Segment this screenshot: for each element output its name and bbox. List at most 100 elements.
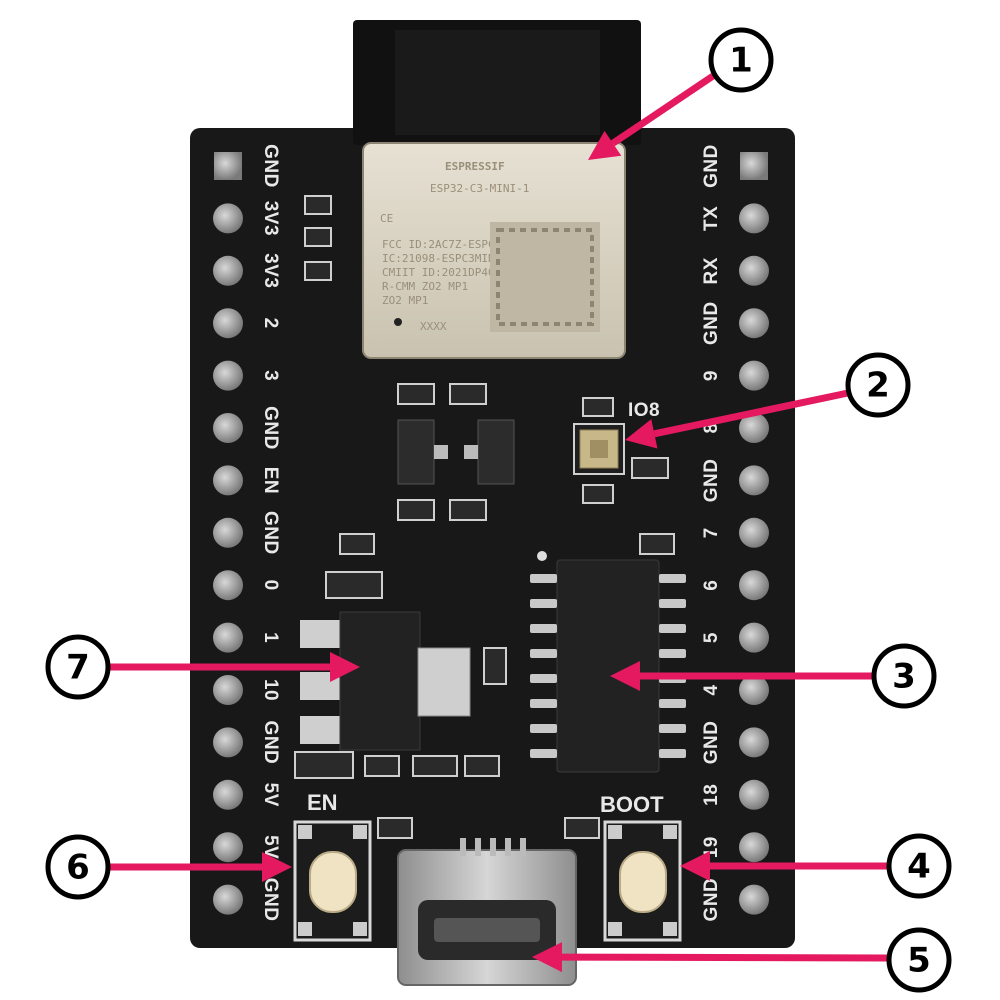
module-ce-mark: CE bbox=[380, 212, 393, 225]
left-pin-label: GND bbox=[260, 721, 281, 765]
boot-button[interactable] bbox=[603, 820, 682, 942]
left-pin-label: GND bbox=[260, 511, 281, 555]
callout-number-4: 4 bbox=[907, 847, 931, 887]
right-pin-label: 18 bbox=[701, 784, 722, 806]
module-brand: ESPRESSIF bbox=[445, 160, 505, 173]
callout-circle-3 bbox=[871, 643, 937, 709]
left-pin bbox=[213, 779, 243, 810]
module-line3: CMIIT ID:2021DP4039 bbox=[382, 266, 508, 279]
callout-number-6: 6 bbox=[66, 848, 90, 888]
callout-arrowhead-7 bbox=[330, 652, 360, 682]
callout-number-1: 1 bbox=[729, 41, 753, 81]
left-pin bbox=[213, 465, 243, 496]
left-pin bbox=[213, 570, 243, 601]
right-pin bbox=[739, 779, 769, 810]
left-pin-label: 3V3 bbox=[260, 253, 281, 288]
right-pin bbox=[739, 727, 769, 758]
right-pin-label: 9 bbox=[701, 370, 722, 381]
micro-usb-port[interactable] bbox=[397, 838, 577, 986]
boot-button-label: BOOT bbox=[600, 792, 664, 817]
left-pin-label: 5V bbox=[260, 835, 281, 859]
right-pin-label: GND bbox=[701, 721, 722, 765]
callout-arrowhead-4 bbox=[680, 851, 710, 881]
callout-circle-5 bbox=[886, 927, 952, 993]
right-pin-label: 4 bbox=[701, 684, 722, 695]
callout-number-2: 2 bbox=[866, 366, 890, 406]
left-pin bbox=[213, 622, 243, 653]
datamatrix-code bbox=[490, 222, 600, 332]
callout-circle-4 bbox=[886, 833, 952, 899]
callout-arrowhead-3 bbox=[610, 661, 640, 691]
right-pin-label: GND bbox=[701, 878, 722, 922]
left-pin bbox=[213, 517, 243, 548]
left-pin-label: 3 bbox=[260, 370, 281, 381]
en-button[interactable] bbox=[293, 820, 372, 942]
right-pin bbox=[739, 308, 769, 339]
callout-circle-1 bbox=[708, 27, 774, 93]
left-pin-label: 3V3 bbox=[260, 201, 281, 236]
right-pin bbox=[739, 517, 769, 548]
right-pin bbox=[739, 413, 769, 443]
right-pin bbox=[739, 884, 769, 915]
right-pin-label: 8 bbox=[701, 422, 722, 433]
right-pin-label: TX bbox=[701, 206, 722, 231]
module-line5: ZO2 MP1 bbox=[382, 294, 428, 307]
voltage-regulator bbox=[300, 611, 471, 751]
left-pin bbox=[213, 203, 243, 234]
left-pin-square bbox=[214, 152, 242, 180]
callout-arrowhead-5 bbox=[532, 942, 563, 973]
right-pin-label: GND bbox=[701, 301, 722, 345]
right-pin bbox=[739, 622, 769, 653]
left-pin bbox=[213, 884, 243, 915]
right-pin-label: 19 bbox=[701, 836, 722, 858]
left-pin bbox=[213, 360, 243, 391]
right-pin bbox=[739, 203, 769, 234]
left-pin-label: 0 bbox=[260, 580, 281, 591]
left-pin bbox=[213, 255, 243, 286]
right-pin-header bbox=[739, 152, 769, 915]
left-pin-label: GND bbox=[260, 878, 281, 922]
right-pin-label: GND bbox=[701, 459, 722, 503]
right-pin bbox=[739, 465, 769, 496]
left-pin bbox=[213, 832, 243, 863]
right-pin bbox=[739, 360, 769, 391]
module-line6: XXXX bbox=[420, 320, 447, 333]
right-pin bbox=[739, 832, 769, 863]
left-pin-label: 2 bbox=[260, 318, 281, 329]
callout-arrow-2 bbox=[653, 389, 849, 438]
callout-arrowhead-1 bbox=[588, 130, 622, 160]
left-pin-label: 1 bbox=[260, 632, 281, 643]
module-line2: IC:21098-ESPC3MINI1 bbox=[382, 252, 508, 265]
rgb-led bbox=[573, 423, 625, 475]
right-pin-label: 5 bbox=[701, 632, 722, 643]
left-pin-label: GND bbox=[260, 144, 281, 188]
module-line4: R-CMM ZO2 MP1 bbox=[382, 280, 468, 293]
left-pin-header bbox=[213, 152, 243, 915]
left-pin-label: 5V bbox=[260, 783, 281, 807]
esp32-module: ESPRESSIF ESP32-C3-MINI-1 CE FCC ID:2AC7… bbox=[362, 142, 626, 359]
right-pin-square bbox=[740, 152, 768, 180]
right-pin-label: 6 bbox=[701, 580, 722, 591]
left-pin bbox=[213, 727, 243, 758]
led-label: IO8 bbox=[628, 400, 660, 421]
right-pin bbox=[739, 570, 769, 601]
transistors bbox=[397, 419, 515, 485]
module-model: ESP32-C3-MINI-1 bbox=[430, 182, 529, 195]
right-pin bbox=[739, 255, 769, 286]
callout-number-3: 3 bbox=[892, 657, 916, 697]
left-pin bbox=[213, 413, 243, 443]
callout-circle-7 bbox=[45, 634, 111, 700]
left-pin-label: 10 bbox=[260, 679, 281, 701]
right-pin-label: 7 bbox=[701, 527, 722, 538]
right-pin bbox=[739, 675, 769, 705]
callout-arrow-5 bbox=[561, 953, 888, 962]
en-button-label: EN bbox=[307, 790, 338, 815]
usb-uart-chip bbox=[530, 551, 686, 773]
callout-circle-2 bbox=[845, 352, 911, 418]
callout-number-7: 7 bbox=[66, 648, 90, 688]
right-pin-label: RX bbox=[701, 257, 722, 284]
left-pin bbox=[213, 308, 243, 339]
